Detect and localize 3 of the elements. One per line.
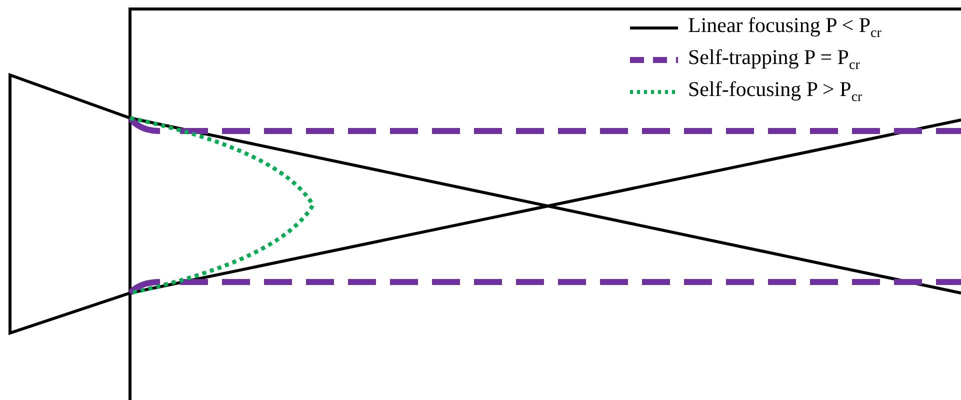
legend-label: Linear focusing P < P$_{cr}$	[688, 13, 882, 43]
legend-label: Self-trapping P = P$_{cr}$	[688, 45, 860, 75]
legend-label: Self-focusing P > P$_{cr}$	[688, 77, 862, 107]
